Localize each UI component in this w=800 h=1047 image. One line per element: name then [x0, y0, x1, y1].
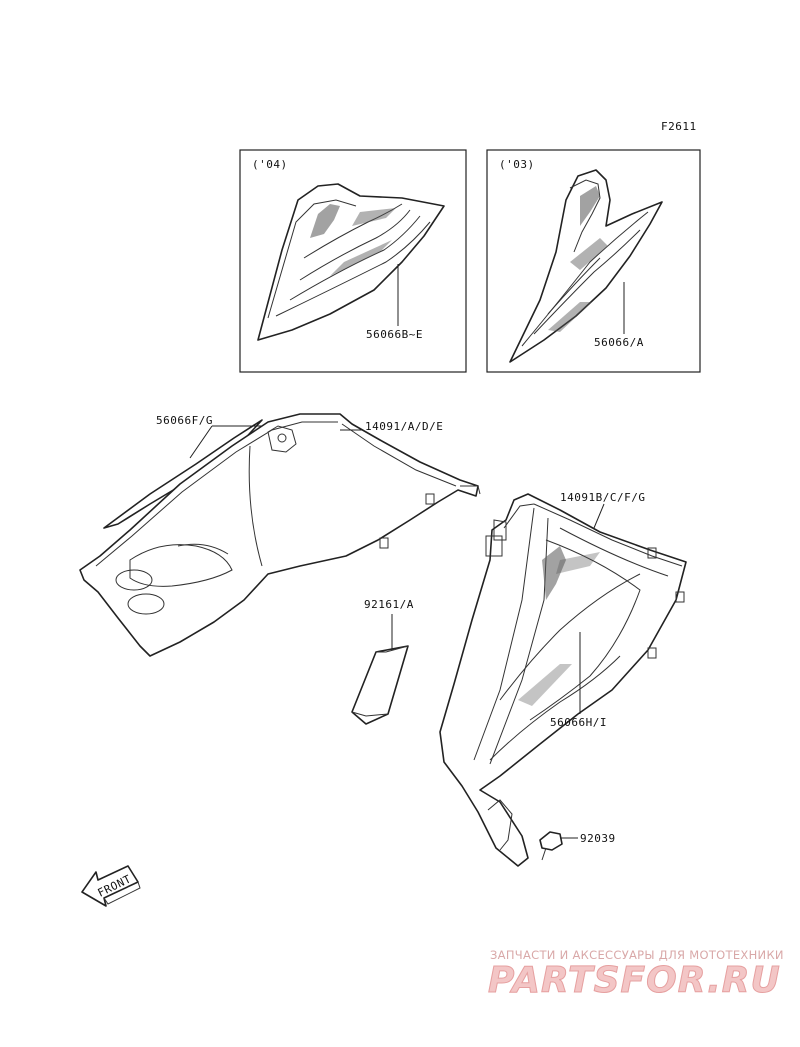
inset-2003: ('03) 56066/A	[486, 149, 701, 373]
right-decal-label: 56066H/I	[550, 716, 607, 729]
left-cover-drawing	[79, 413, 479, 657]
inset-2004-part: 56066B~E	[366, 328, 423, 341]
left-decal-label: 56066F/G	[156, 414, 213, 427]
decal-2003-drawing	[509, 169, 663, 363]
left-decal-drawing	[103, 419, 263, 529]
watermark-tagline: ЗАПЧАСТИ И АКСЕССУАРЫ ДЛЯ МОТОТЕХНИКИ	[490, 948, 784, 962]
pad-drawing	[351, 645, 409, 725]
right-cover-label: 14091B/C/F/G	[560, 491, 645, 504]
left-cover-assembly	[79, 413, 481, 657]
leader-14091BCFG	[593, 503, 605, 529]
right-cover-assembly	[439, 493, 687, 867]
clip-drawing	[539, 831, 563, 861]
pad-label: 92161/A	[364, 598, 414, 611]
front-arrow: FRONT	[81, 865, 141, 907]
right-cover-drawing	[439, 493, 687, 867]
watermark-brand: PARTSFOR.RU	[488, 960, 781, 1002]
left-cover-label: 14091/A/D/E	[365, 420, 443, 433]
leader-56066FG	[189, 425, 213, 459]
inset-2003-year: ('03)	[499, 158, 535, 171]
inset-2004: ('04) 56066B~E	[239, 149, 467, 373]
inset-2003-frame	[486, 149, 701, 373]
inset-2004-year: ('04)	[252, 158, 288, 171]
decal-2004-drawing	[257, 183, 445, 341]
inset-2004-frame	[239, 149, 467, 373]
clip-label: 92039	[580, 832, 616, 845]
inset-2003-part: 56066/A	[594, 336, 644, 349]
diagram-code: F2611	[661, 120, 697, 133]
